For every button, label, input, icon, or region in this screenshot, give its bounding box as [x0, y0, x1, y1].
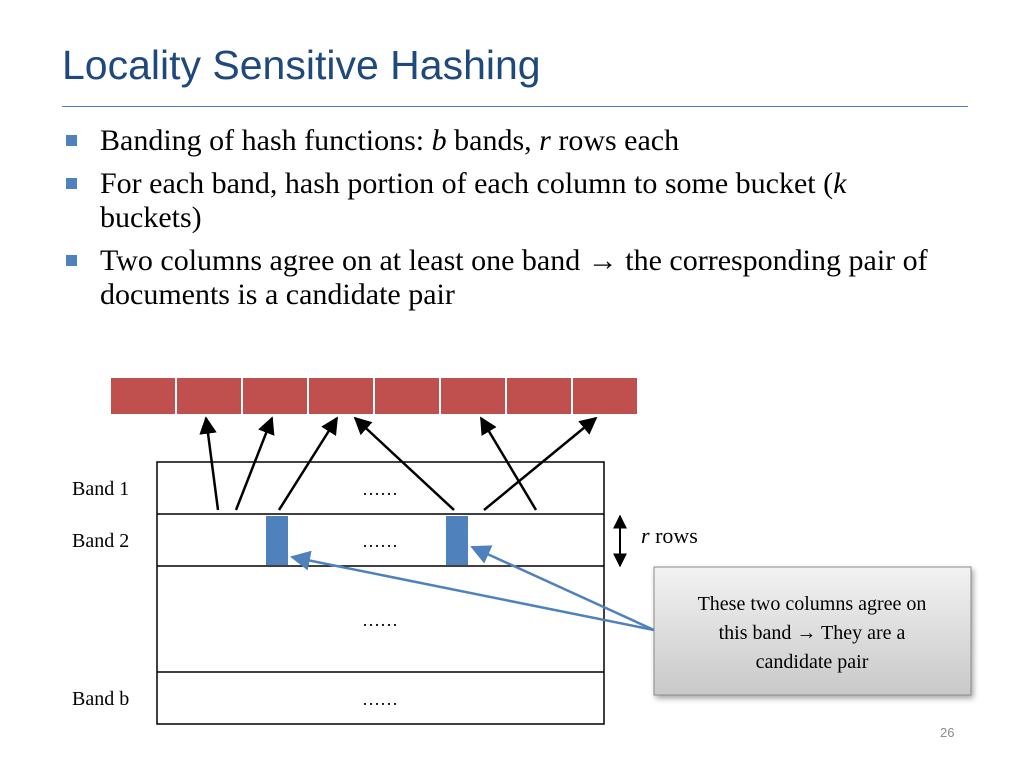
hash-arrow [479, 416, 538, 511]
callout-arrow-left [290, 550, 655, 632]
bucket-cell [175, 376, 243, 416]
band2-column-highlight-right [446, 516, 468, 565]
band-dots: …… [362, 689, 398, 709]
bucket-cell [505, 376, 573, 416]
hash-arrow [483, 416, 598, 511]
band-label: Band 1 [72, 478, 129, 500]
hash-arrow [234, 416, 275, 511]
bucket-cell [373, 376, 441, 416]
callout-line: These two columns agree on [698, 593, 927, 615]
band-table: …… Band 1 …… Band 2 …… …… Band b [72, 461, 605, 725]
band-dots: …… [362, 479, 398, 499]
hash-arrow [353, 416, 455, 511]
bullet-text: the corresponding pair of documents is a… [100, 244, 928, 311]
bullet-text: b [431, 124, 447, 157]
band-dots: …… [362, 610, 398, 630]
callout-line: candidate pair [756, 651, 869, 673]
rows-label: r rows [641, 523, 698, 548]
bullet-item: For each band, hash portion of each colu… [66, 167, 946, 235]
bucket-array [109, 376, 639, 416]
bullet-square-icon [66, 135, 77, 146]
bullet-text: rows each [550, 124, 680, 157]
bullet-text: Banding of hash functions: [100, 124, 432, 157]
title-divider [62, 106, 968, 107]
bullet-text: k [833, 167, 847, 200]
bullet-item: Banding of hash functions: b bands, r ro… [66, 124, 946, 158]
bucket-cell [571, 376, 639, 416]
bullet-text: For each band, hash portion of each colu… [100, 167, 834, 200]
bucket-cell [241, 376, 309, 416]
bucket-cell [307, 376, 375, 416]
hash-arrow [199, 416, 220, 511]
bullet-list: Banding of hash functions: b bands, r ro… [66, 124, 946, 321]
callout-line: this band → They are a [719, 622, 906, 644]
band-label: Band 2 [72, 530, 129, 552]
bucket-cell [109, 376, 177, 416]
band-table-border [156, 461, 605, 725]
bullet-item: Two columns agree on at least one band →… [66, 244, 946, 312]
bullet-square-icon [66, 178, 77, 189]
bucket-cell [439, 376, 507, 416]
band-label: Band b [72, 688, 129, 710]
bullet-text: buckets) [100, 201, 202, 234]
slide-title: Locality Sensitive Hashing [62, 42, 541, 88]
callout-arrow-right [470, 545, 655, 632]
callout-text: These two columns agree on this band → Th… [698, 593, 927, 673]
callout-box [653, 566, 972, 696]
bullet-text: → [587, 244, 618, 277]
hash-arrows [199, 416, 598, 511]
page-number: 26 [940, 725, 955, 740]
bullet-text: r [539, 124, 551, 157]
band-dots: …… [362, 531, 398, 551]
bullet-text: Two columns agree on at least one band [100, 244, 588, 277]
hash-arrow [277, 416, 339, 511]
bullet-square-icon [66, 255, 77, 266]
bullet-text: bands, [446, 124, 540, 157]
band2-column-highlight-left [266, 516, 288, 565]
